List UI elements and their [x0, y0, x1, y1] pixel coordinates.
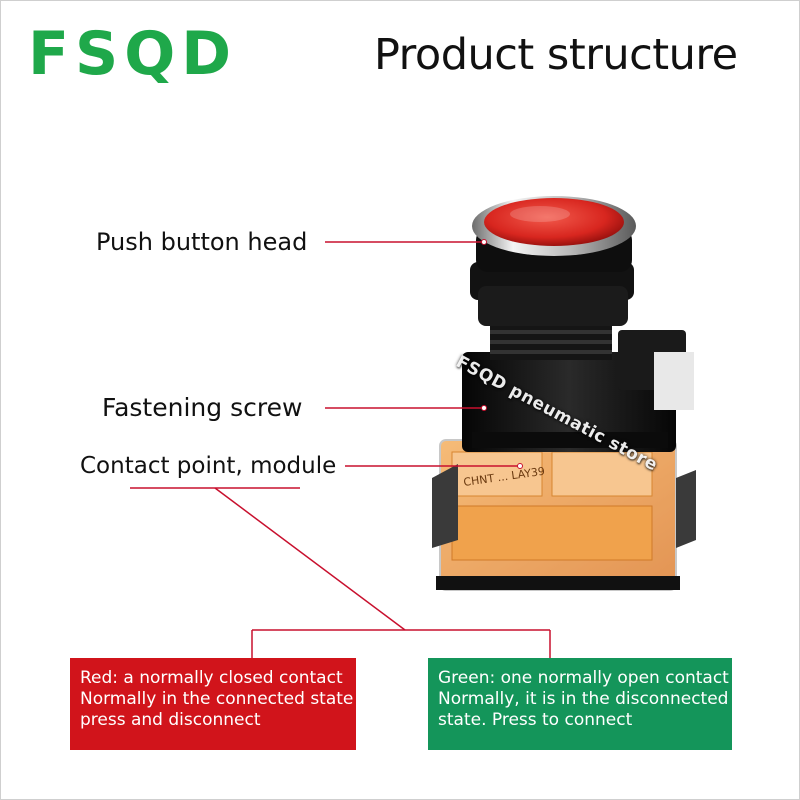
label-fastening-screw: Fastening screw — [102, 393, 303, 422]
no-line-2: Normally, it is in the disconnected — [438, 689, 729, 709]
label-push-button-head: Push button head — [96, 228, 308, 256]
contact-module: CHNT ... LAY39 — [432, 439, 696, 591]
fastening-screw-housing — [462, 330, 694, 452]
normally-closed-callout: Red: a normally closed contact Normally … — [70, 658, 356, 750]
threaded-neck — [490, 324, 612, 360]
page-title: Product structure — [374, 30, 738, 80]
label-contact-module: Contact point, module — [80, 453, 337, 479]
leader-lines — [130, 241, 551, 658]
push-button-head — [470, 196, 636, 326]
no-line-1: Green: one normally open contact — [438, 668, 729, 688]
brand-logo: FSQD — [28, 19, 238, 89]
nc-line-1: Red: a normally closed contact — [80, 668, 343, 688]
nc-line-3: press and disconnect — [80, 710, 261, 730]
leader-points — [481, 239, 523, 469]
normally-open-callout: Green: one normally open contact Normall… — [428, 658, 732, 750]
nc-line-2: Normally in the connected state — [80, 689, 354, 709]
no-line-3: state. Press to connect — [438, 710, 633, 730]
